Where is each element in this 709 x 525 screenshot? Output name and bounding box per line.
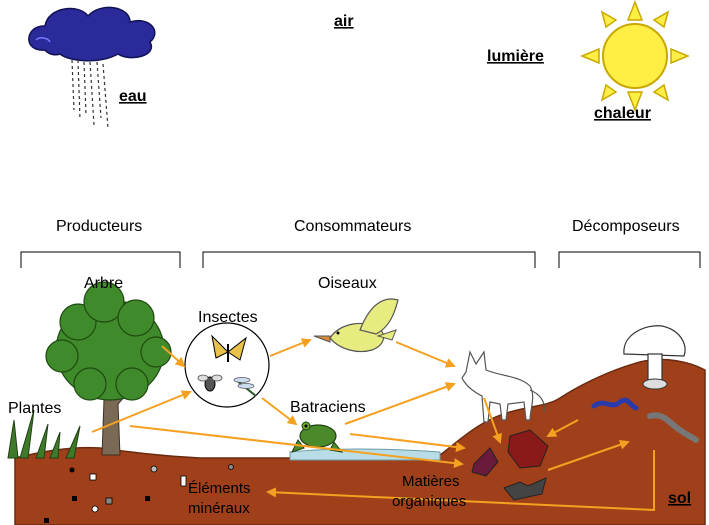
arrow-wolf-organic xyxy=(483,397,502,444)
arrow-frogs-organic xyxy=(349,433,466,452)
decomposers-bracket xyxy=(558,251,701,268)
grass-plants-icon xyxy=(7,409,81,459)
sun-icon xyxy=(580,0,690,113)
soil-label: sol xyxy=(668,490,691,507)
producers-bracket xyxy=(20,251,181,268)
plants-label: Plantes xyxy=(8,400,61,417)
dragonfly-icon xyxy=(233,377,257,397)
light-label: lumière xyxy=(487,48,544,65)
arrow-frogs-wolf xyxy=(344,382,456,425)
tree-label: Arbre xyxy=(84,275,123,292)
consumers-label: Consommateurs xyxy=(294,218,411,235)
insects-circle xyxy=(184,322,270,408)
arrow-decomposers-organic xyxy=(546,419,579,437)
birds-label: Oiseaux xyxy=(318,275,377,292)
worms-icon xyxy=(591,397,699,443)
arrow-organic-decomposers xyxy=(547,439,630,471)
producers-label: Producteurs xyxy=(56,218,142,235)
frogs-label: Batraciens xyxy=(290,399,366,416)
flow-arrows xyxy=(91,338,655,512)
air-label: air xyxy=(334,13,354,30)
arrow-insects-frogs xyxy=(261,397,298,426)
arrow-tree-insects xyxy=(161,345,186,368)
mushroom-icon xyxy=(623,325,686,390)
arrow-insects-birds xyxy=(269,338,312,357)
minerals-label-line2: minéraux xyxy=(188,500,250,517)
arrow-plants-organic xyxy=(129,425,464,469)
butterfly-icon xyxy=(211,334,247,362)
water-label: eau xyxy=(119,88,147,105)
arrow-soil-minerals xyxy=(266,450,655,512)
rain-cloud-icon xyxy=(28,6,156,129)
mineral-particles xyxy=(44,464,234,523)
insects-label: Insectes xyxy=(198,309,258,326)
arrow-plants-insects xyxy=(91,390,192,433)
wolf-icon xyxy=(461,350,545,423)
organic-label-line2: organiques xyxy=(392,493,466,510)
organic-matter-icon xyxy=(471,429,549,501)
heat-label: chaleur xyxy=(594,105,651,122)
decomposers-label: Décomposeurs xyxy=(572,218,680,235)
arrow-birds-wolf xyxy=(395,341,456,368)
minerals-label-line1: Éléments xyxy=(188,480,251,497)
fly-icon xyxy=(197,374,223,392)
tree-icon xyxy=(45,281,172,456)
group-brackets xyxy=(20,251,701,268)
organic-label-line1: Matières xyxy=(402,473,460,490)
consumers-bracket xyxy=(202,251,536,268)
bird-icon xyxy=(313,298,399,353)
